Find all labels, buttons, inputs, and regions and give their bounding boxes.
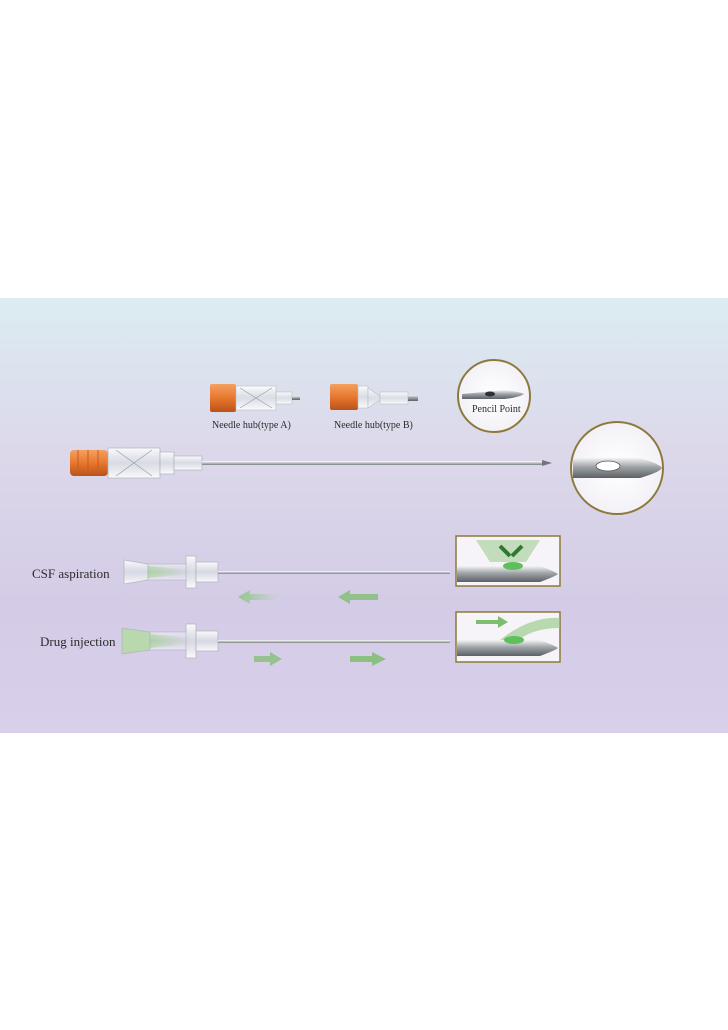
arrow-left-icon bbox=[338, 590, 378, 604]
arrow-right-icon bbox=[350, 652, 386, 666]
arrow-left-icon bbox=[238, 590, 278, 604]
pencil-point-magnifier bbox=[457, 359, 531, 433]
needle-illustration bbox=[70, 359, 664, 666]
hub-type-b-label: Needle hub(type B) bbox=[334, 420, 413, 431]
drug-injection-label: Drug injection bbox=[40, 634, 116, 649]
csf-aspiration-needle bbox=[123, 555, 450, 589]
csf-aspiration-label: CSF aspiration bbox=[32, 566, 110, 581]
needle-tip-magnifier bbox=[570, 421, 664, 515]
arrow-right-icon bbox=[254, 652, 282, 666]
diagram-panel: Needle hub(type A) Needle hub(type B) Pe… bbox=[0, 298, 728, 733]
drug-tip-detail bbox=[455, 611, 561, 663]
needle-hub-type-b bbox=[330, 384, 418, 410]
drug-injection-needle bbox=[121, 623, 450, 659]
hub-type-a-label: Needle hub(type A) bbox=[212, 420, 291, 431]
csf-tip-detail bbox=[455, 535, 561, 587]
pencil-point-label: Pencil Point bbox=[472, 404, 521, 415]
spinal-needle bbox=[70, 447, 552, 479]
needle-hub-type-a bbox=[210, 384, 300, 412]
